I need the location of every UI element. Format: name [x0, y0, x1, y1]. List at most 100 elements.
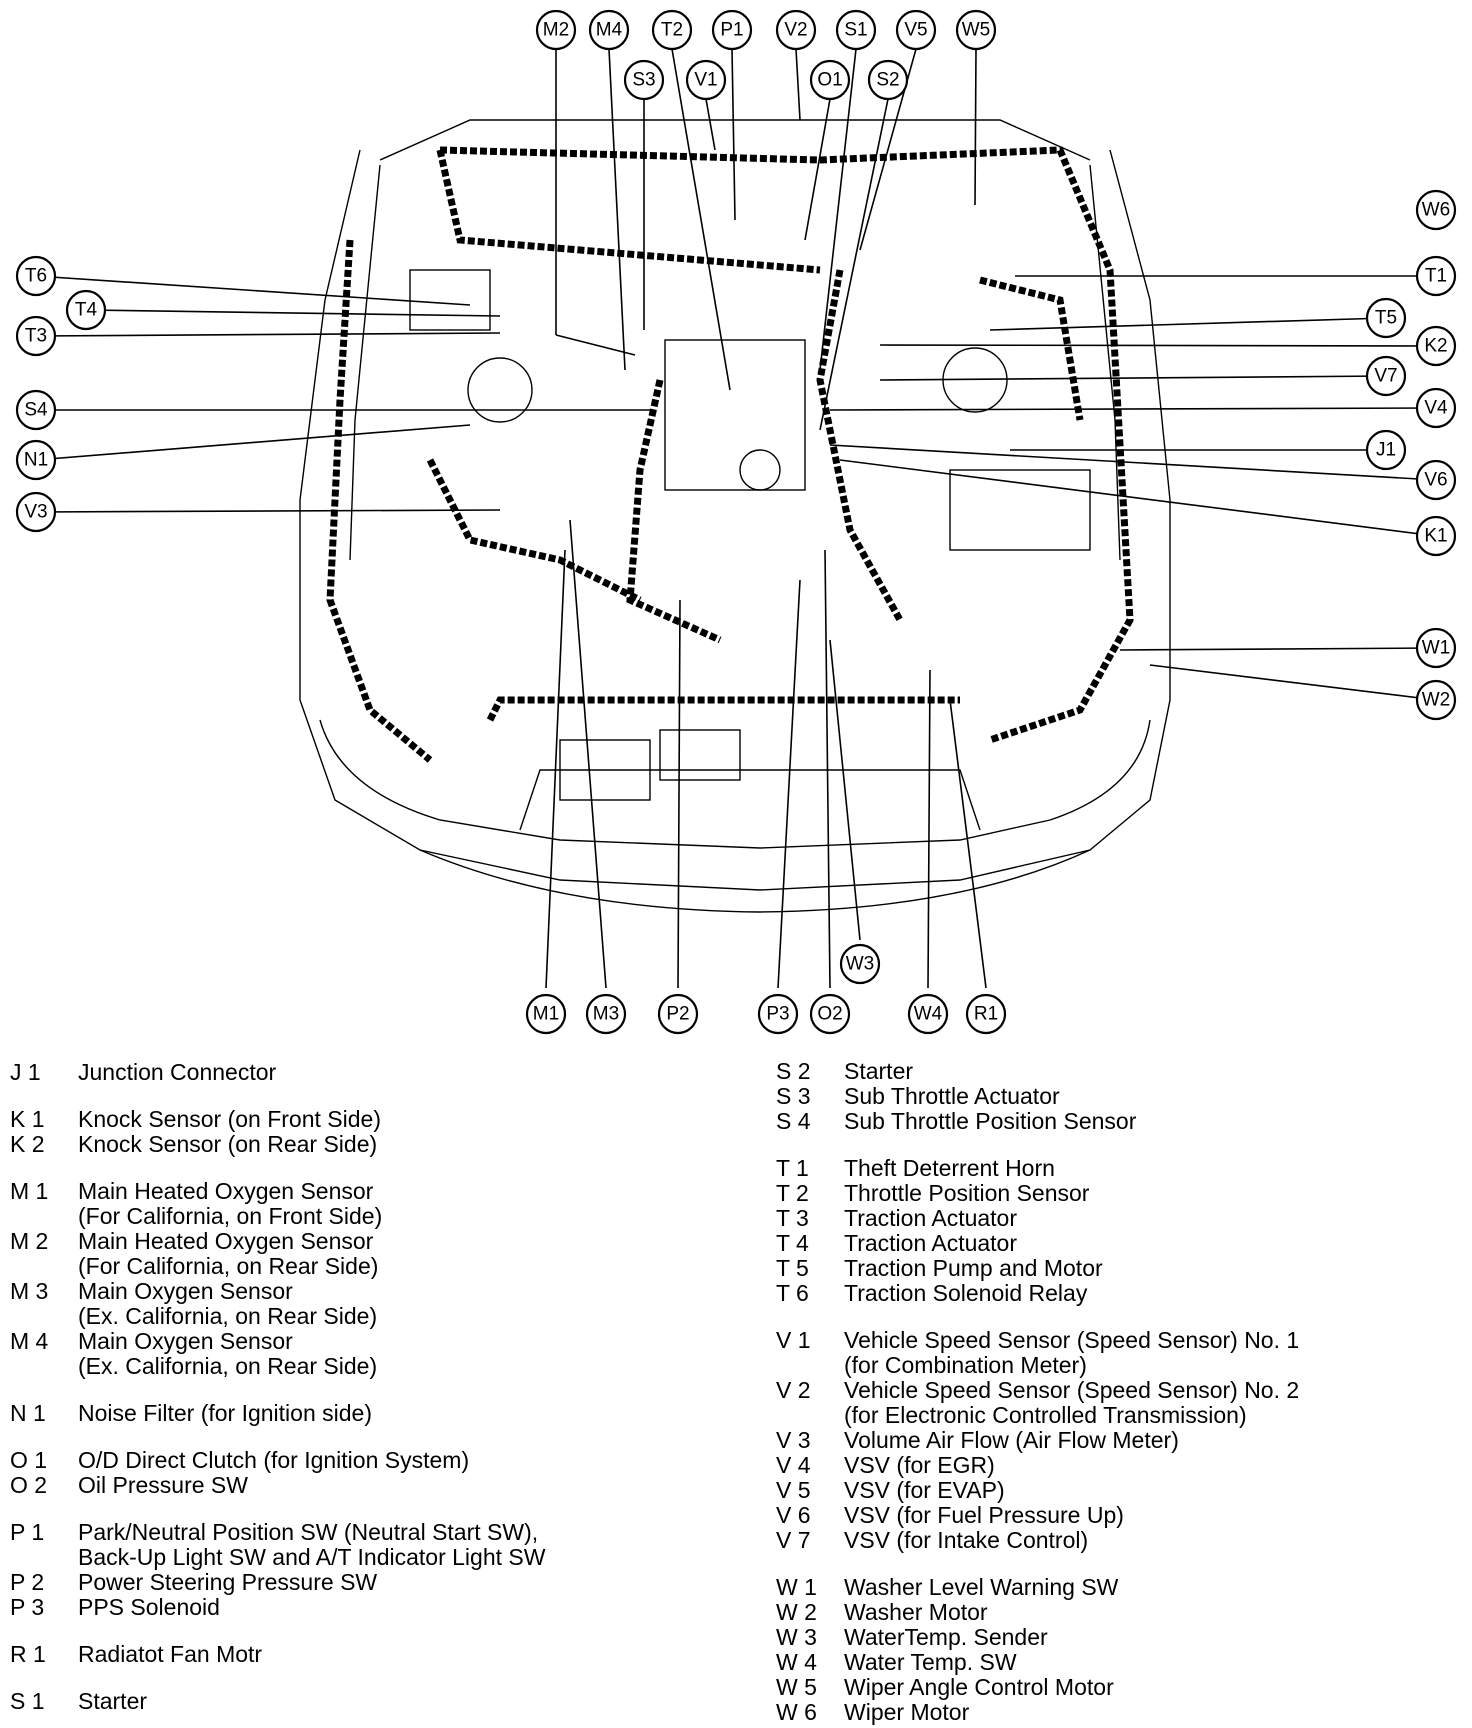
legend-description: Junction Connector — [78, 1059, 277, 1085]
svg-text:M3: M3 — [593, 1004, 619, 1025]
legend-description: O/D Direct Clutch (for Ignition System) — [78, 1447, 470, 1473]
legend-entry: T 1 Theft Deterrent Horn — [776, 1156, 1299, 1181]
svg-text:M4: M4 — [596, 20, 623, 41]
legend-entry: R 1 Radiatot Fan Motr — [10, 1642, 545, 1667]
legend-code: T 4 — [776, 1230, 809, 1256]
callout-v5: V5 — [895, 9, 937, 51]
callout-v1: V1 — [685, 59, 727, 101]
legend-description: Park/Neutral Position SW (Neutral Start … — [78, 1519, 539, 1545]
callout-s1: S1 — [835, 9, 877, 51]
svg-text:P1: P1 — [720, 20, 743, 41]
callout-w4: W4 — [907, 993, 949, 1035]
legend-gap — [10, 1379, 545, 1401]
legend-description: VSV (for Intake Control) — [844, 1527, 1089, 1553]
legend-description: Power Steering Pressure SW — [78, 1569, 378, 1595]
legend-code: T 5 — [776, 1255, 809, 1281]
legend-description: Traction Actuator — [844, 1205, 1018, 1231]
legend-code: S 1 — [10, 1688, 45, 1714]
legend-gap — [10, 1085, 545, 1107]
legend-gap — [776, 1306, 1299, 1328]
legend-code: O 2 — [10, 1472, 48, 1498]
svg-text:K2: K2 — [1424, 336, 1447, 357]
legend-description: Water Temp. SW — [844, 1649, 1017, 1675]
svg-text:T1: T1 — [1425, 266, 1447, 287]
callout-v2: V2 — [775, 9, 817, 51]
svg-text:S1: S1 — [844, 20, 867, 41]
svg-text:M2: M2 — [543, 20, 569, 41]
svg-text:V5: V5 — [904, 20, 927, 41]
legend-code: R 1 — [10, 1641, 46, 1667]
legend-gap — [776, 1134, 1299, 1156]
callout-t4: T4 — [65, 289, 107, 331]
callout-m3: M3 — [585, 993, 627, 1035]
legend-entry: S 1 Starter — [10, 1689, 545, 1714]
callout-m4: M4 — [588, 9, 630, 51]
legend-description: Main Heated Oxygen Sensor — [78, 1228, 374, 1254]
vehicle-body-outline — [299, 119, 1171, 913]
svg-text:O2: O2 — [817, 1004, 842, 1025]
legend-description: (Ex. California, on Rear Side) — [78, 1303, 378, 1329]
legend-code: V 6 — [776, 1502, 811, 1528]
legend-code: T 1 — [776, 1155, 809, 1181]
svg-text:T4: T4 — [75, 300, 98, 321]
callout-t2: T2 — [651, 9, 693, 51]
callout-p3: P3 — [757, 993, 799, 1035]
legend-description: Vehicle Speed Sensor (Speed Sensor) No. … — [844, 1377, 1300, 1403]
legend-entry: P 2 Power Steering Pressure SW — [10, 1570, 545, 1595]
callout-k2: K2 — [1415, 325, 1457, 367]
legend-code: M 1 — [10, 1178, 49, 1204]
legend-gap — [10, 1157, 545, 1179]
legend-description: Sub Throttle Position Sensor — [844, 1108, 1137, 1134]
callout-t3: T3 — [15, 315, 57, 357]
legend-description: (For California, on Rear Side) — [78, 1253, 379, 1279]
legend-description: Traction Solenoid Relay — [844, 1280, 1088, 1306]
callout-m2: M2 — [535, 9, 577, 51]
legend-description: Theft Deterrent Horn — [844, 1155, 1055, 1181]
legend-code: W 5 — [776, 1674, 817, 1700]
svg-text:T2: T2 — [661, 20, 683, 41]
callout-p1: P1 — [711, 9, 753, 51]
callout-j1: J1 — [1365, 429, 1407, 471]
svg-text:T5: T5 — [1375, 308, 1397, 329]
svg-text:V6: V6 — [1424, 470, 1447, 491]
legend-entry: M 1 Main Heated Oxygen Sensor(For Califor… — [10, 1179, 545, 1229]
callout-w6: W6 — [1415, 189, 1457, 231]
legend-description: Main Heated Oxygen Sensor — [78, 1178, 374, 1204]
callout-s3: S3 — [623, 59, 665, 101]
legend-entry: W 4 Water Temp. SW — [776, 1650, 1299, 1675]
legend-code: M 4 — [10, 1328, 49, 1354]
callout-v4: V4 — [1415, 387, 1457, 429]
legend-description: (For California, on Front Side) — [78, 1203, 383, 1229]
legend-description: Starter — [78, 1688, 148, 1714]
legend-code: V 7 — [776, 1527, 811, 1553]
legend-description: Washer Motor — [844, 1599, 988, 1625]
legend-gap — [10, 1620, 545, 1642]
legend-code: W 4 — [776, 1649, 817, 1675]
legend-description: Radiatot Fan Motr — [78, 1641, 263, 1667]
legend-entry: V 7 VSV (for Intake Control) — [776, 1528, 1299, 1553]
svg-text:R1: R1 — [974, 1004, 998, 1025]
callout-w2: W2 — [1415, 679, 1457, 721]
svg-text:O1: O1 — [817, 70, 842, 91]
legend-code: P 2 — [10, 1569, 45, 1595]
legend-description: Volume Air Flow (Air Flow Meter) — [844, 1427, 1179, 1453]
callout-w5: W5 — [955, 9, 997, 51]
legend-description: Main Oxygen Sensor — [78, 1328, 293, 1354]
legend-description: Noise Filter (for Ignition side) — [78, 1400, 372, 1426]
legend-description: Wiper Motor — [844, 1699, 970, 1725]
wiring-harness — [326, 146, 1134, 763]
